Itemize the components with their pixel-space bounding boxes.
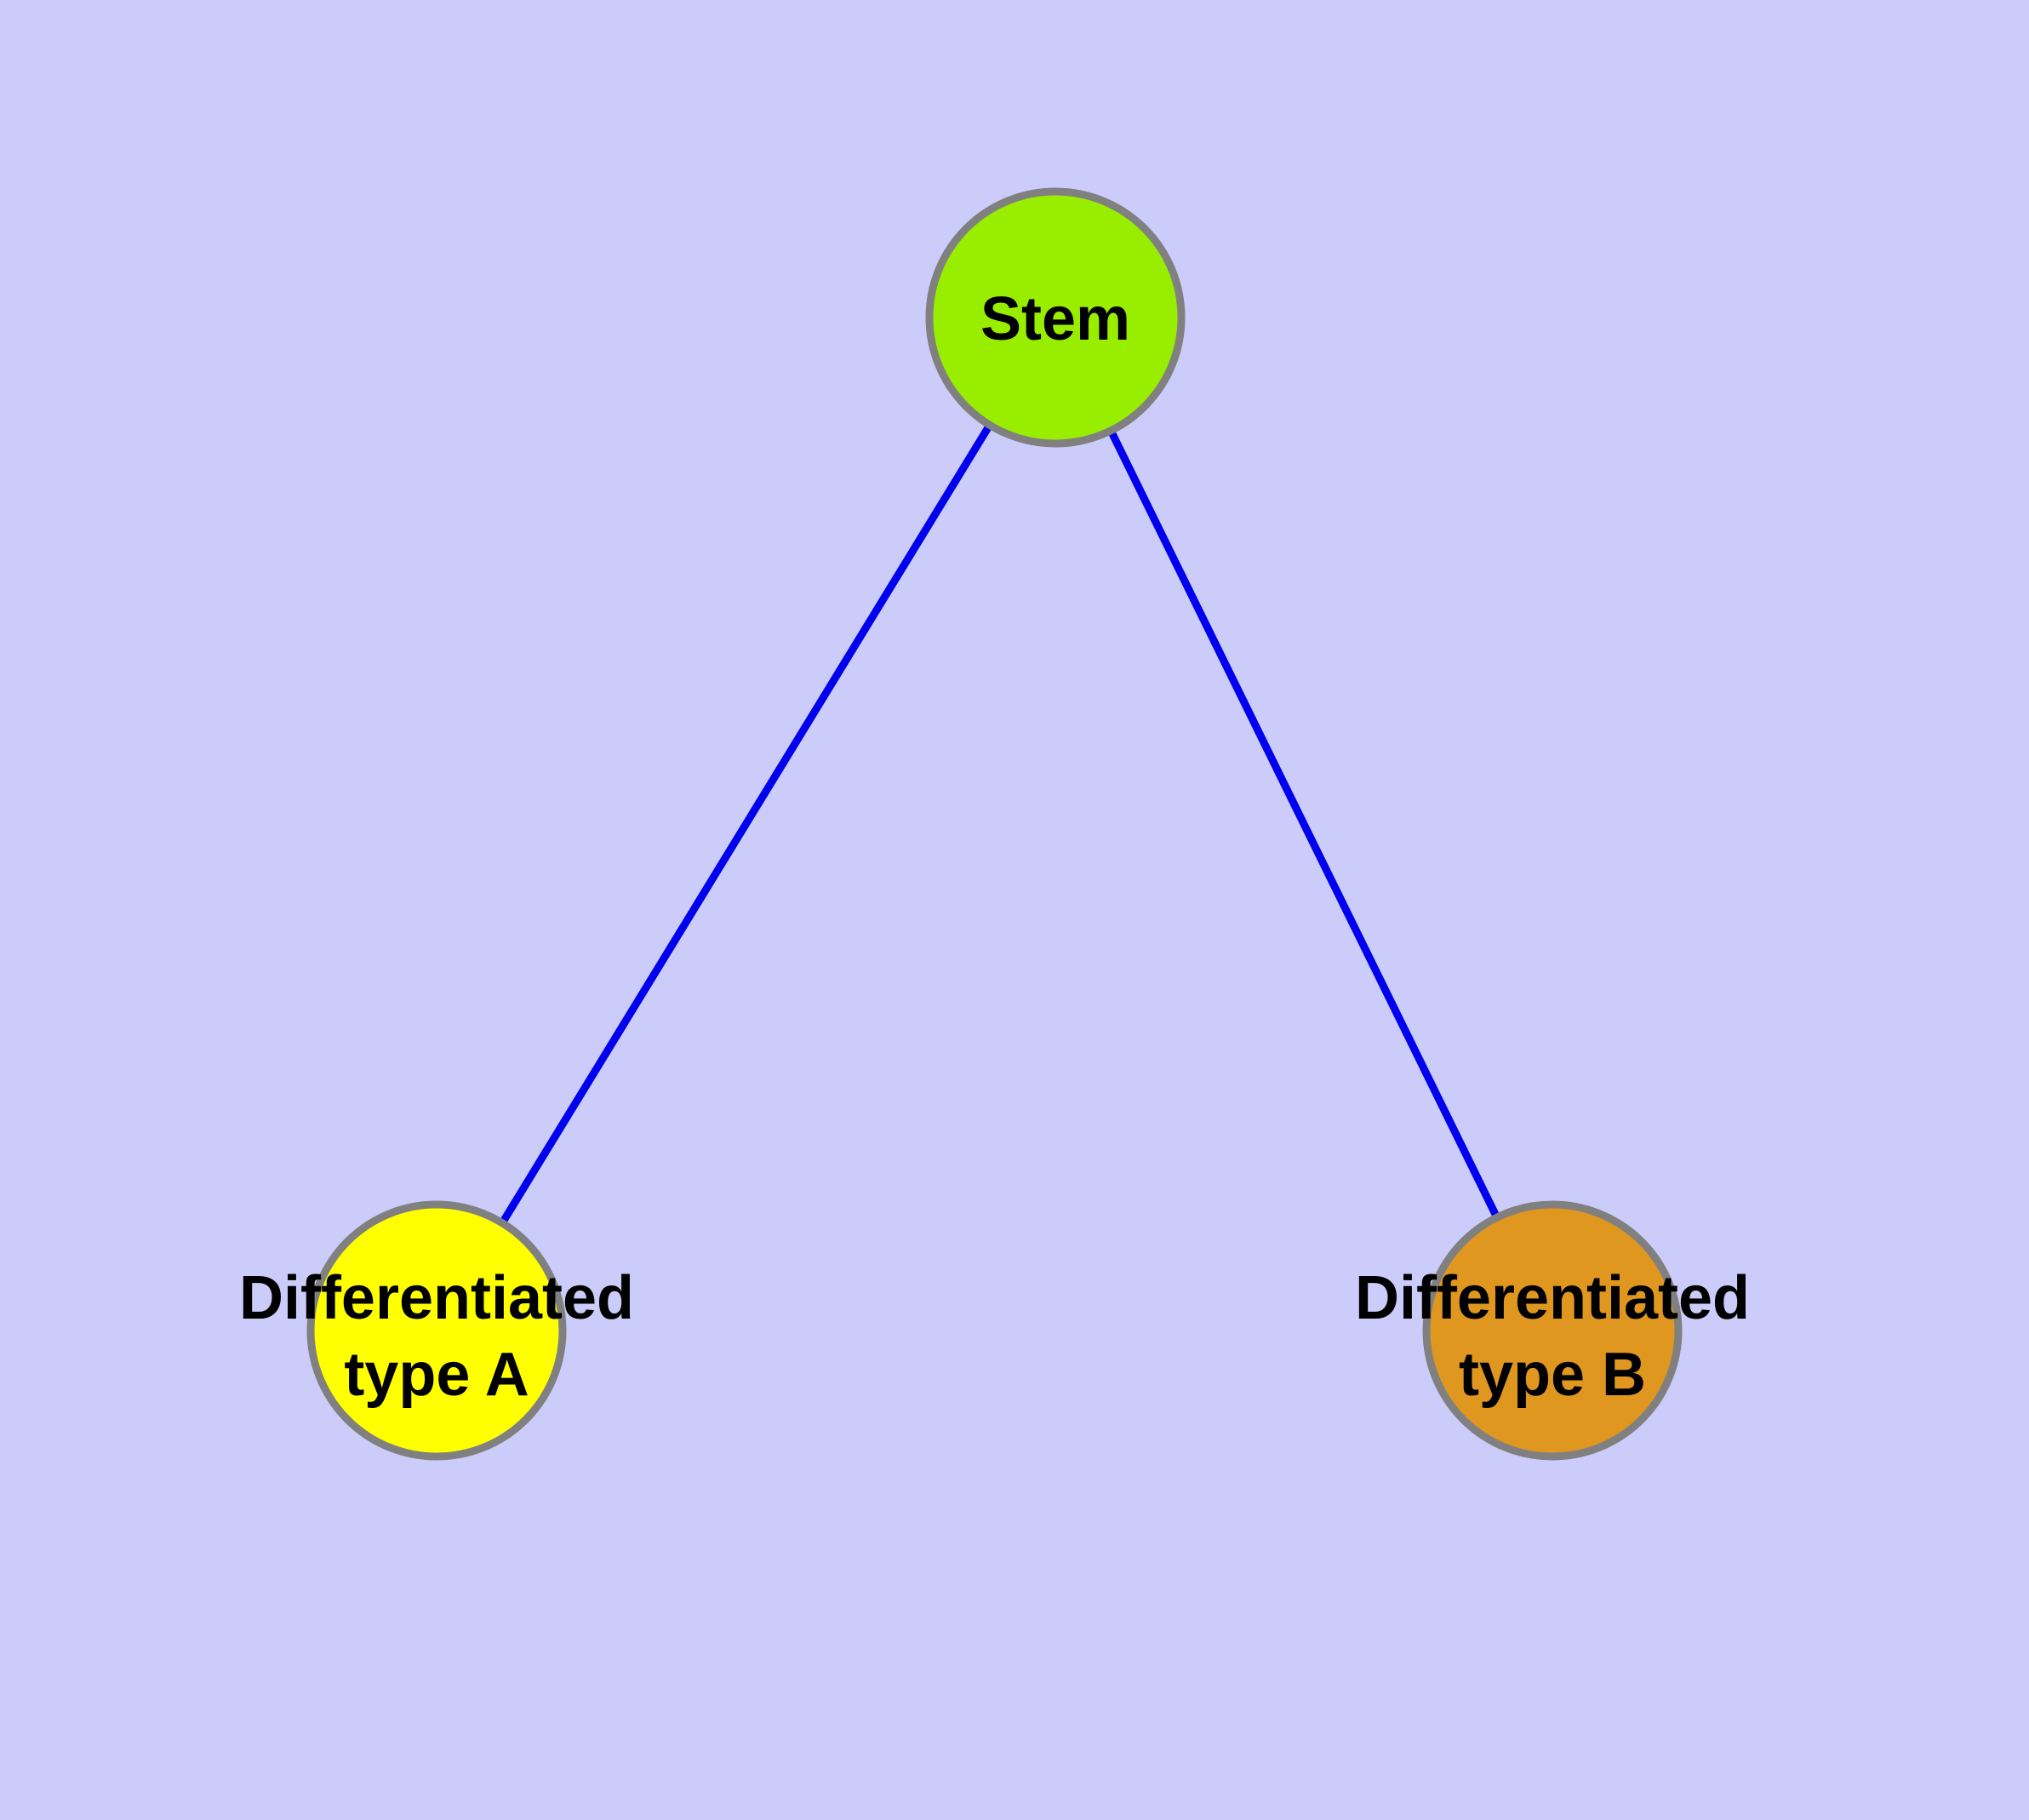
node-differentiated-type-b-circle[interactable] bbox=[1422, 1200, 1683, 1461]
node-differentiated-type-a[interactable] bbox=[306, 1200, 567, 1461]
node-differentiated-type-a-label-line2: type A bbox=[344, 1341, 529, 1409]
node-differentiated-type-a-label-line1: Differentiated bbox=[239, 1264, 634, 1332]
node-differentiated-type-b-label-line1: Differentiated bbox=[1355, 1264, 1750, 1332]
node-label-layer: Stem Differentiated type A Differentiate… bbox=[239, 285, 1750, 1409]
edge-stem-to-differentiated-type-a[interactable] bbox=[433, 315, 1059, 1333]
edge-stem-to-differentiated-type-b[interactable] bbox=[1051, 316, 1557, 1332]
node-stem-circle[interactable] bbox=[925, 187, 1186, 448]
node-differentiated-type-a-circle[interactable] bbox=[306, 1200, 567, 1461]
node-stem[interactable] bbox=[925, 187, 1186, 448]
node-differentiated-type-b-label-line2: type B bbox=[1459, 1341, 1646, 1409]
node-layer bbox=[306, 187, 1683, 1461]
edge-layer bbox=[433, 315, 1557, 1333]
node-stem-label: Stem bbox=[980, 285, 1130, 353]
node-differentiated-type-b[interactable] bbox=[1422, 1200, 1683, 1461]
